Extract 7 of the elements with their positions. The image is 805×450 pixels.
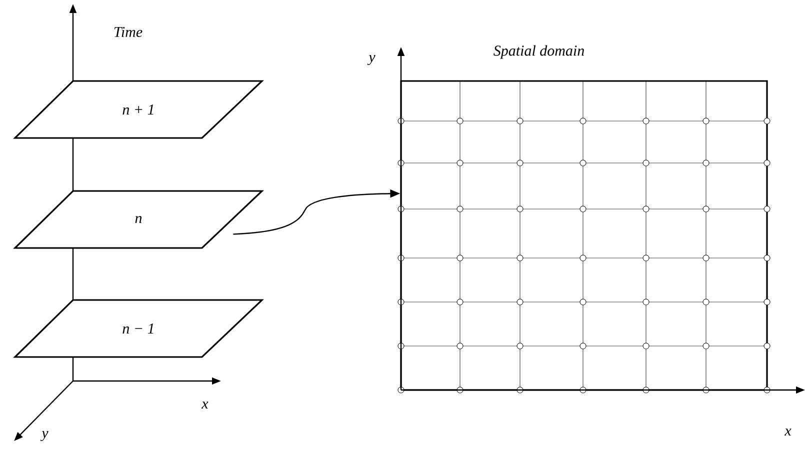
- axis-label: Time: [114, 26, 142, 38]
- axis-label: y: [367, 54, 376, 66]
- axis-label: x: [201, 402, 208, 408]
- axis-label: x: [784, 428, 792, 436]
- title: Spatial domain: [494, 45, 584, 59]
- axis-label: y: [40, 430, 48, 442]
- grid-mesh: [398, 80, 770, 394]
